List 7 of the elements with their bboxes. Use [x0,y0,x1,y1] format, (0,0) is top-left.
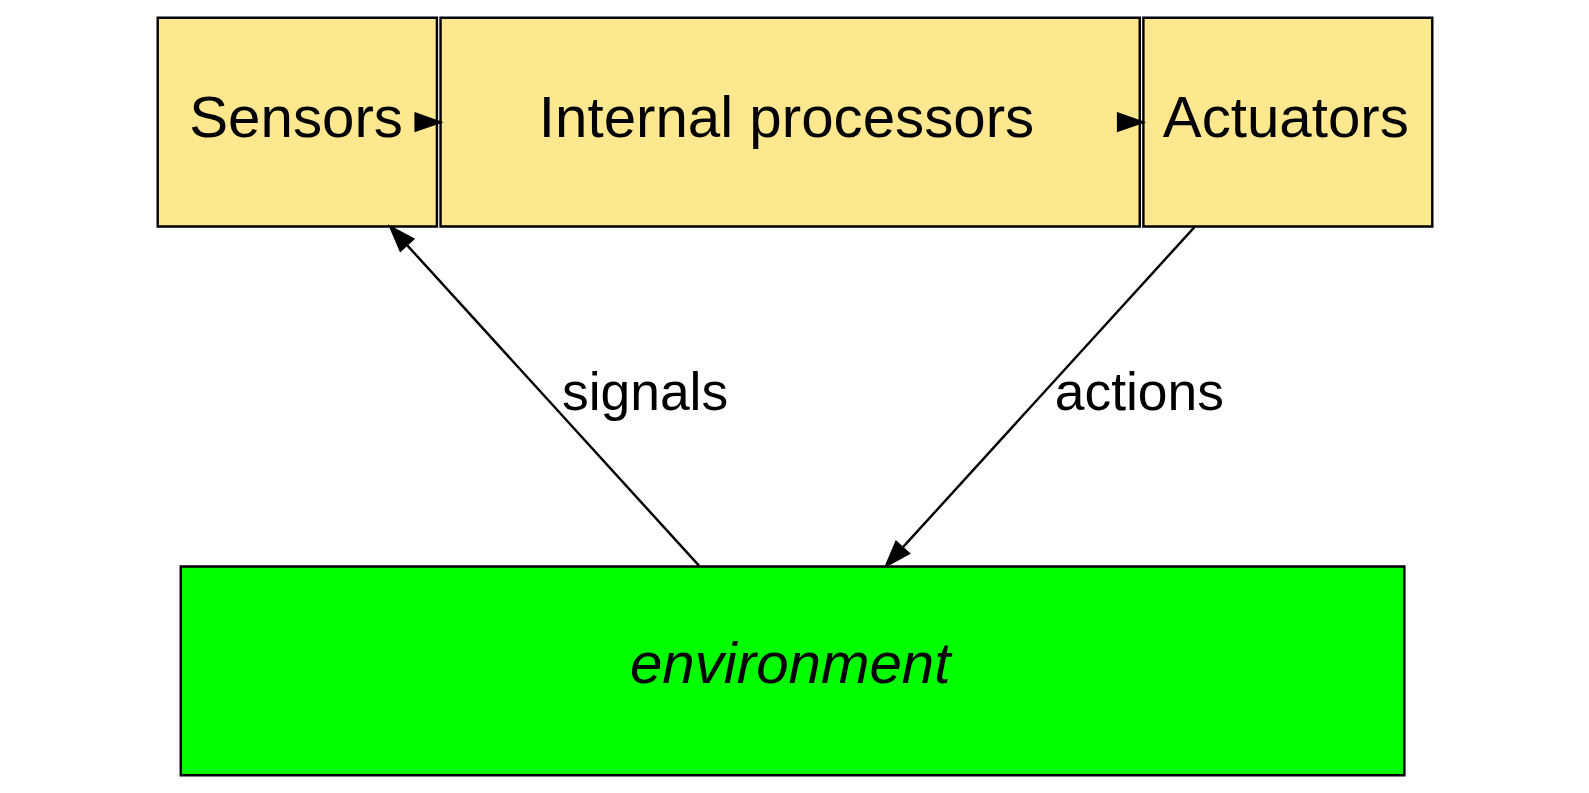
arrow [413,111,444,133]
node-box: environment [179,565,1406,777]
arrow [883,226,1196,569]
arrow [387,224,700,567]
edge-label: signals [561,362,728,422]
arrow [1116,111,1146,133]
edge-label: actions [1054,362,1224,422]
